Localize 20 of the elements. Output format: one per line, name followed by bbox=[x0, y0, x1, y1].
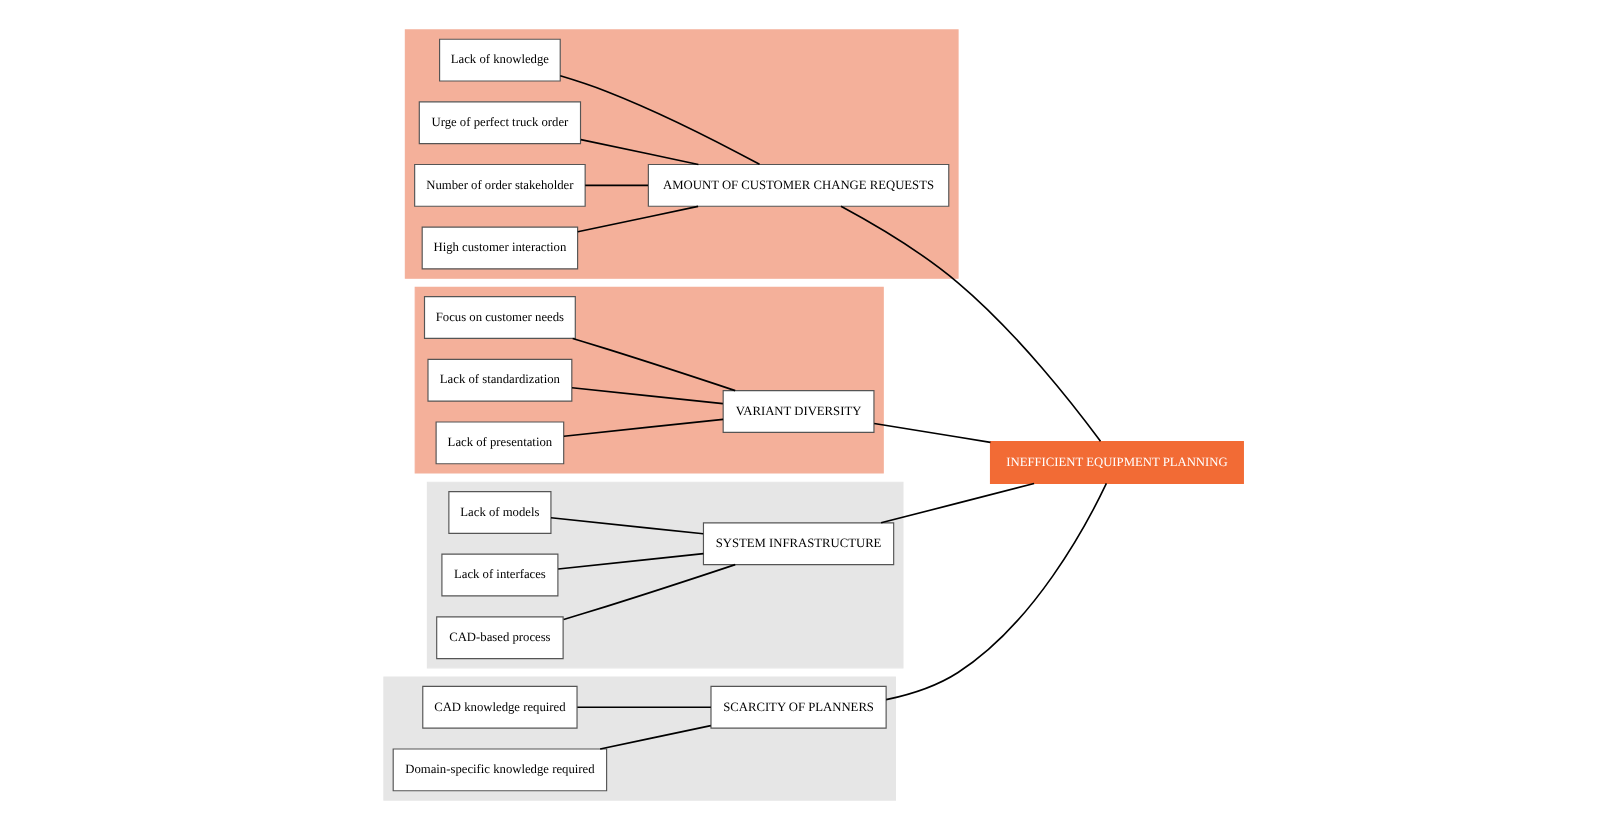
cluster bbox=[404, 29, 959, 279]
connector bbox=[550, 516, 704, 535]
connector bbox=[584, 184, 649, 187]
connector bbox=[885, 482, 1108, 701]
cluster bbox=[414, 286, 884, 474]
cluster bbox=[426, 481, 904, 669]
connector bbox=[571, 386, 724, 405]
connector bbox=[562, 563, 737, 621]
connector bbox=[571, 337, 737, 392]
connector bbox=[559, 74, 761, 166]
connector bbox=[576, 205, 699, 233]
connector bbox=[557, 552, 705, 570]
connector bbox=[880, 482, 1035, 524]
connector bbox=[599, 724, 712, 750]
connector bbox=[576, 706, 712, 709]
connector bbox=[840, 205, 1102, 443]
connector bbox=[873, 422, 992, 444]
connector bbox=[563, 418, 724, 437]
connector bbox=[580, 138, 700, 166]
cluster bbox=[383, 676, 896, 801]
